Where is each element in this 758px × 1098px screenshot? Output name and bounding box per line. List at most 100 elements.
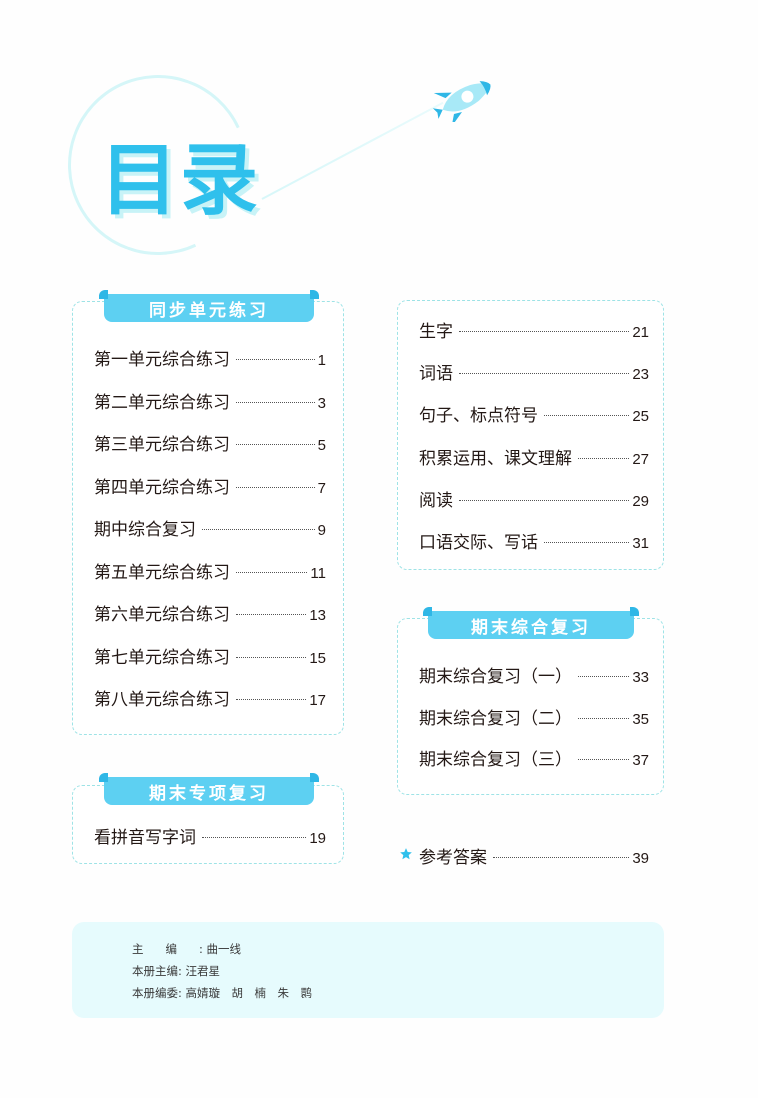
leader-dots xyxy=(236,699,307,700)
entry-page: 31 xyxy=(632,535,649,552)
entry-page: 23 xyxy=(632,366,649,383)
toc-entry[interactable]: 词语 23 xyxy=(419,359,649,384)
entry-label: 句子、标点符号 xyxy=(419,406,538,426)
entry-page: 35 xyxy=(632,711,649,728)
entry-page: 33 xyxy=(632,669,649,686)
leader-dots xyxy=(202,837,307,838)
rocket-icon xyxy=(432,81,491,122)
toc-entry[interactable]: 生字 21 xyxy=(419,317,649,342)
entry-label: 词语 xyxy=(419,364,453,384)
entry-page: 39 xyxy=(632,850,649,867)
leader-dots xyxy=(459,373,630,374)
entry-page: 25 xyxy=(632,408,649,425)
entry-label: 期末综合复习（三） xyxy=(419,750,572,770)
toc-entry[interactable]: 句子、标点符号 25 xyxy=(419,401,649,426)
credit-line-editorial-board: 本册编委: 高婧璇 胡 楠 朱 鹮 xyxy=(132,985,312,1001)
leader-dots xyxy=(202,529,315,530)
entry-page: 5 xyxy=(317,437,326,454)
leader-dots xyxy=(236,657,307,658)
credit-colon: : xyxy=(178,964,182,978)
credit-key: 本册编委 xyxy=(132,986,178,1000)
entry-page: 17 xyxy=(309,692,326,709)
toc-box-final-review xyxy=(397,618,664,795)
entry-label: 第三单元综合练习 xyxy=(94,435,230,455)
credit-key: 本册主编 xyxy=(132,964,178,978)
entry-label: 口语交际、写话 xyxy=(419,533,538,553)
leader-dots xyxy=(544,542,630,543)
leader-dots xyxy=(493,857,630,858)
entry-page: 9 xyxy=(317,522,326,539)
toc-entry[interactable]: 阅读 29 xyxy=(419,486,649,511)
entry-label: 参考答案 xyxy=(419,848,487,868)
entry-label: 生字 xyxy=(419,322,453,342)
leader-dots xyxy=(578,458,630,459)
credits-panel: 主编: 曲一线 本册主编: 汪君星 本册编委: 高婧璇 胡 楠 朱 鹮 xyxy=(72,922,664,1018)
leader-dots xyxy=(459,500,630,501)
entry-label: 第五单元综合练习 xyxy=(94,563,230,583)
section-title: 期末专项复习 xyxy=(149,783,269,804)
toc-entry[interactable]: 期末综合复习（三） 37 xyxy=(419,745,649,770)
leader-dots xyxy=(578,718,630,719)
toc-entry[interactable]: 期末综合复习（一） 33 xyxy=(419,662,649,687)
toc-entry[interactable]: 期中综合复习 9 xyxy=(94,515,326,540)
toc-entry[interactable]: 第一单元综合练习 1 xyxy=(94,345,326,370)
toc-entry[interactable]: 口语交际、写话 31 xyxy=(419,528,649,553)
credit-value: 高婧璇 胡 楠 朱 鹮 xyxy=(185,986,313,1000)
entry-page: 29 xyxy=(632,493,649,510)
star-icon xyxy=(400,848,412,860)
entry-page: 7 xyxy=(317,480,326,497)
section-title: 期末综合复习 xyxy=(471,617,591,638)
credit-value: 汪君星 xyxy=(185,964,221,978)
entry-label: 第四单元综合练习 xyxy=(94,478,230,498)
entry-label: 期末综合复习（二） xyxy=(419,709,572,729)
leader-dots xyxy=(236,359,315,360)
toc-entry[interactable]: 第八单元综合练习 17 xyxy=(94,685,326,710)
entry-label: 第七单元综合练习 xyxy=(94,648,230,668)
entry-page: 21 xyxy=(632,324,649,341)
entry-page: 37 xyxy=(632,752,649,769)
toc-entry-answers[interactable]: 参考答案 39 xyxy=(419,843,649,868)
leader-dots xyxy=(459,331,630,332)
entry-page: 15 xyxy=(309,650,326,667)
toc-entry[interactable]: 第七单元综合练习 15 xyxy=(94,643,326,668)
entry-label: 第八单元综合练习 xyxy=(94,690,230,710)
rocket-trail-decoration xyxy=(261,101,444,200)
toc-entry[interactable]: 第五单元综合练习 11 xyxy=(94,558,326,583)
credit-value: 曲一线 xyxy=(206,942,242,956)
leader-dots xyxy=(578,676,630,677)
section-title: 同步单元练习 xyxy=(149,300,269,321)
leader-dots xyxy=(236,487,315,488)
toc-entry[interactable]: 看拼音写字词 19 xyxy=(94,823,326,848)
toc-box-sync-units xyxy=(72,301,344,735)
leader-dots xyxy=(236,614,307,615)
leader-dots xyxy=(236,444,315,445)
entry-page: 19 xyxy=(309,830,326,847)
entry-page: 1 xyxy=(317,352,326,369)
section-banner-final-special: 期末专项复习 xyxy=(99,773,319,805)
toc-box-final-special-continued xyxy=(397,300,664,570)
toc-entry[interactable]: 期末综合复习（二） 35 xyxy=(419,704,649,729)
entry-label: 第一单元综合练习 xyxy=(94,350,230,370)
section-banner-sync-units: 同步单元练习 xyxy=(99,290,319,322)
leader-dots xyxy=(544,415,630,416)
credit-colon: : xyxy=(199,942,203,956)
toc-entry[interactable]: 积累运用、课文理解 27 xyxy=(419,444,649,469)
toc-entry[interactable]: 第二单元综合练习 3 xyxy=(94,388,326,413)
entry-page: 11 xyxy=(310,565,326,582)
toc-entry[interactable]: 第四单元综合练习 7 xyxy=(94,473,326,498)
credit-line-chief-editor: 主编: 曲一线 xyxy=(132,941,241,957)
toc-entry[interactable]: 第六单元综合练习 13 xyxy=(94,600,326,625)
toc-entry[interactable]: 第三单元综合练习 5 xyxy=(94,430,326,455)
page-title: 目录 xyxy=(100,136,261,226)
entry-page: 13 xyxy=(309,607,326,624)
entry-page: 3 xyxy=(317,395,326,412)
entry-label: 积累运用、课文理解 xyxy=(419,449,572,469)
section-banner-final-review: 期末综合复习 xyxy=(423,607,639,639)
leader-dots xyxy=(236,572,308,573)
leader-dots xyxy=(236,402,315,403)
entry-page: 27 xyxy=(632,451,649,468)
entry-label: 第六单元综合练习 xyxy=(94,605,230,625)
credit-colon: : xyxy=(178,986,182,1000)
entry-label: 期末综合复习（一） xyxy=(419,667,572,687)
entry-label: 看拼音写字词 xyxy=(94,828,196,848)
